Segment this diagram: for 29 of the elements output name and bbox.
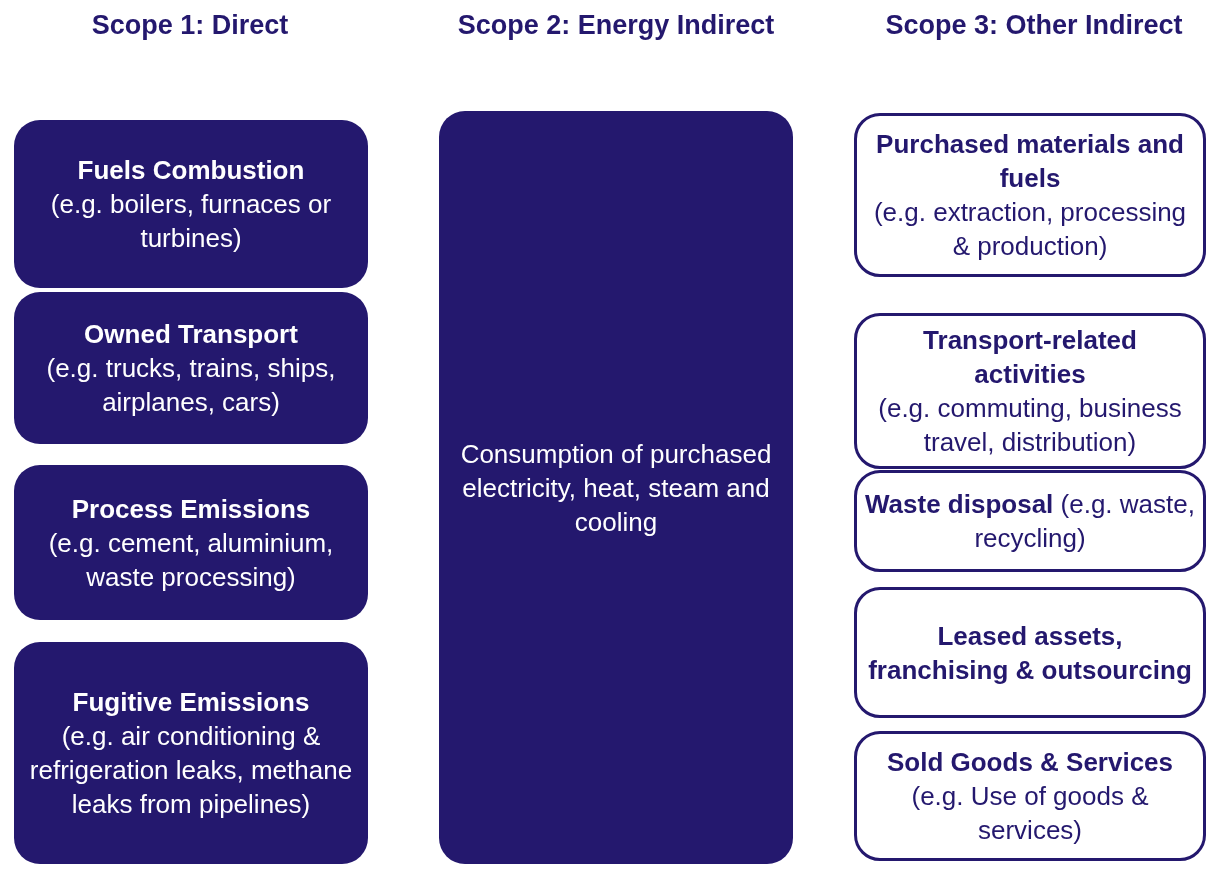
card-heading: Fuels Combustion [77, 154, 305, 187]
card-text: (e.g. extraction, processing & production) [872, 196, 1188, 263]
emission-source-card [14, 465, 368, 620]
emission-source-card [14, 642, 368, 864]
card-heading: Purchased materials and fuels [875, 128, 1185, 195]
scope-three-card [854, 313, 1206, 469]
scope-three-card [854, 587, 1206, 718]
emission-source-card [14, 292, 368, 444]
column-heading: Scope 1: Direct [90, 9, 290, 42]
column-heading: Scope 2: Energy Indirect [456, 9, 776, 42]
card-text: Waste disposal (e.g. waste, recycling) [865, 488, 1195, 555]
card-heading: Transport-related activities [922, 324, 1138, 391]
column-heading: Scope 3: Other Indirect [884, 9, 1184, 42]
card-text: (e.g. cement, aluminium, waste processing) [47, 526, 335, 594]
card-text: Sold Goods & Services (e.g. Use of goods & services) [885, 746, 1175, 847]
card-heading: Owned Transport [84, 318, 298, 351]
card-text: (e.g. commuting, business travel, distribution) [877, 392, 1183, 459]
scope-three-card [854, 470, 1206, 572]
card-heading: Fugitive Emissions [72, 686, 310, 719]
scope-three-card [854, 731, 1206, 861]
card-heading: Process Emissions [71, 492, 311, 526]
card-text: (e.g. air conditioning & refrigeration leaks, methane leaks from pipelines) [28, 720, 354, 821]
card-text: (e.g. boilers, furnaces or turbines) [49, 188, 333, 255]
emission-source-card [14, 120, 368, 288]
card-text: Consumption of purchased electricity, heat, steam and cooling [459, 437, 773, 539]
emission-source-card [439, 111, 793, 864]
scope-three-card [854, 113, 1206, 277]
card-text: Leased assets, franchising & outsourcing [867, 619, 1193, 687]
card-text: (e.g. trucks, trains, ships, airplanes, cars) [45, 352, 337, 419]
